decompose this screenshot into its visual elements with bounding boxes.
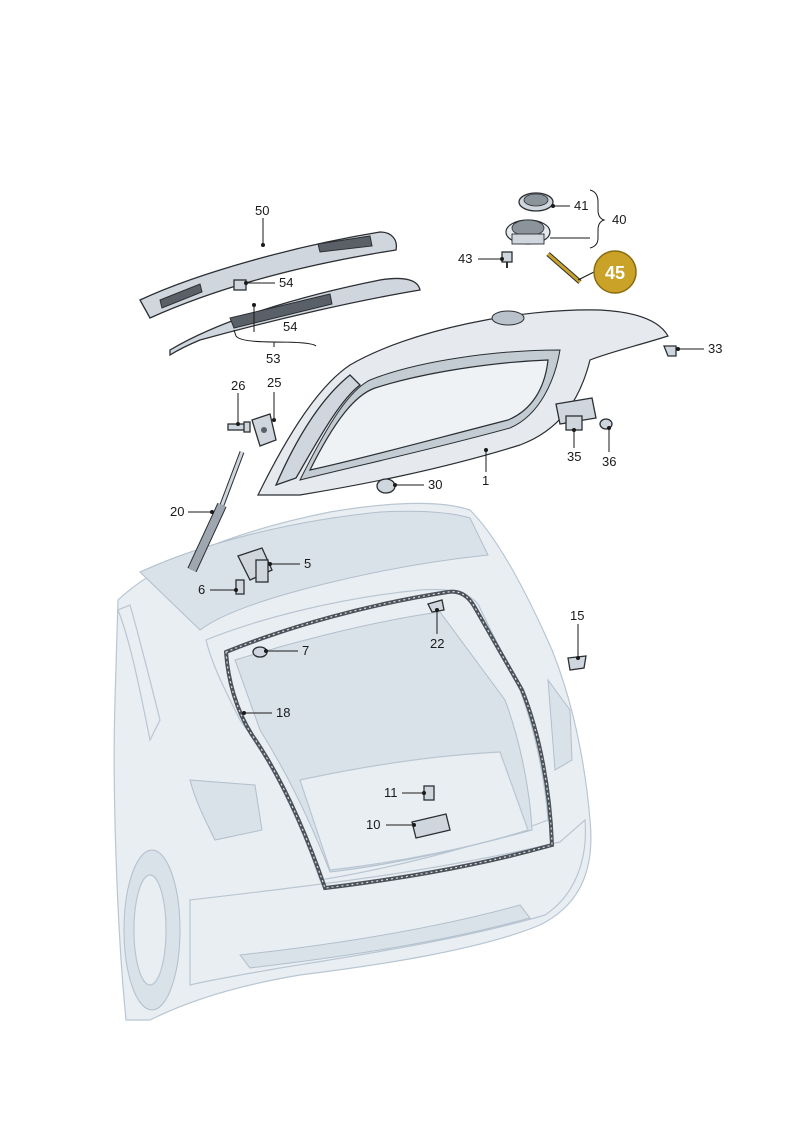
emblem-badge	[518, 192, 554, 212]
callout-5[interactable]: 5	[304, 556, 311, 571]
clip-22	[427, 599, 445, 613]
callout-labels: 50 54 54 53 41 40 43 45 33 26 25 35 36 1…	[170, 198, 722, 832]
callout-10[interactable]: 10	[366, 817, 380, 832]
bracket-25	[251, 413, 277, 447]
boot-opening-seal	[223, 589, 555, 891]
callout-54-lower[interactable]: 54	[283, 319, 297, 334]
handle-lock-housing	[505, 219, 551, 245]
callout-45[interactable]: 45	[605, 263, 625, 283]
latch-35	[555, 397, 597, 431]
callout-50[interactable]: 50	[255, 203, 269, 218]
callout-15[interactable]: 15	[570, 608, 584, 623]
bolt-6	[235, 579, 245, 595]
callout-25[interactable]: 25	[267, 375, 281, 390]
callout-35[interactable]: 35	[567, 449, 581, 464]
hinge-5	[237, 547, 273, 583]
callout-30[interactable]: 30	[428, 477, 442, 492]
callout-53[interactable]: 53	[266, 351, 280, 366]
callout-40[interactable]: 40	[612, 212, 626, 227]
callout-1[interactable]: 1	[482, 473, 489, 488]
gas-strut	[187, 451, 245, 573]
actuator-rod-highlighted	[546, 252, 582, 284]
callout-11[interactable]: 11	[384, 785, 398, 800]
striker-15	[567, 655, 587, 671]
clip-33	[663, 345, 677, 357]
callout-45-badge[interactable]	[593, 250, 637, 294]
clip-54	[233, 279, 247, 291]
callout-36[interactable]: 36	[602, 454, 616, 469]
callout-22[interactable]: 22	[430, 636, 444, 651]
vehicle-rear-body	[113, 502, 592, 1021]
callout-43[interactable]: 43	[458, 251, 472, 266]
callout-7[interactable]: 7	[302, 643, 309, 658]
bump-stop-30	[376, 478, 396, 494]
roof-spoiler-lower	[169, 277, 421, 357]
callout-54-clip[interactable]: 54	[279, 275, 293, 290]
roof-spoiler-upper	[139, 231, 398, 319]
callout-6[interactable]: 6	[198, 582, 205, 597]
tailgate-panel	[257, 309, 669, 496]
striker-bracket-10	[411, 813, 451, 839]
callout-18[interactable]: 18	[276, 705, 290, 720]
callout-41[interactable]: 41	[574, 198, 588, 213]
callout-20[interactable]: 20	[170, 504, 184, 519]
leader-lines	[188, 189, 704, 827]
callout-26[interactable]: 26	[231, 378, 245, 393]
callout-33[interactable]: 33	[708, 341, 722, 356]
